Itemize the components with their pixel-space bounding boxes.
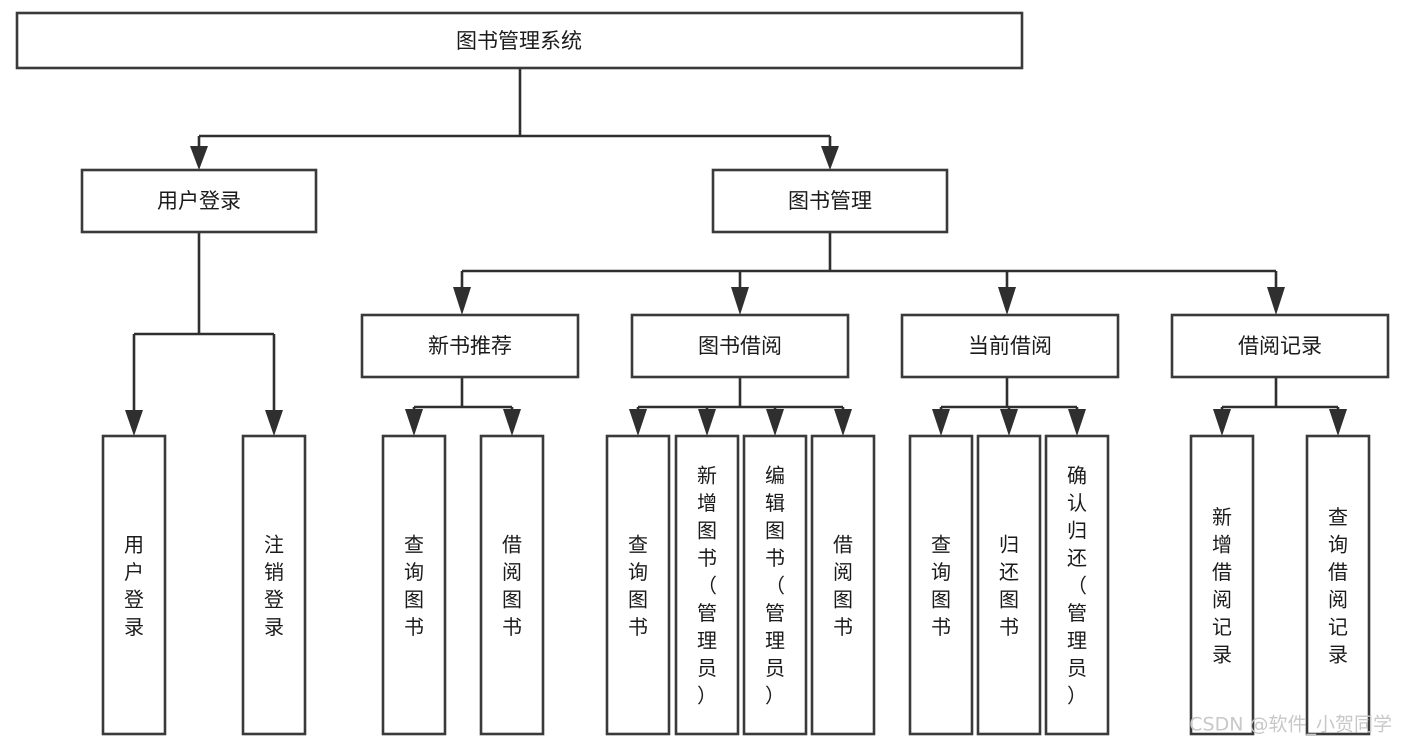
node-root-label: 图书管理系统 (456, 29, 582, 53)
node-leaf-add-book[interactable]: 新增图书（管理员） (674, 434, 740, 736)
arrow-to-book-borrow (731, 287, 749, 315)
node-current-borrow-label: 当前借阅 (968, 334, 1052, 358)
arrow-to-leaf-query-book-1 (405, 409, 423, 436)
connector-layer (125, 68, 1347, 436)
node-user-login-box[interactable] (80, 168, 318, 234)
node-leaf-logout-login-box[interactable] (241, 434, 307, 736)
node-leaf-query-book-3[interactable]: 查询图书 (908, 434, 974, 736)
node-leaf-logout-login-label: 注销登录 (264, 532, 284, 639)
arrow-to-book-manage (821, 146, 839, 170)
node-leaf-confirm-return[interactable]: 确认归还（管理员） (1044, 434, 1110, 736)
node-borrow-record-box[interactable] (1170, 313, 1390, 379)
node-book-manage-label: 图书管理 (788, 189, 872, 213)
node-leaf-edit-book-label: 编辑图书（管理员） (765, 464, 785, 708)
node-book-borrow[interactable]: 图书借阅 (630, 313, 850, 379)
node-current-borrow[interactable]: 当前借阅 (900, 313, 1120, 379)
node-leaf-add-borrow-record-box[interactable] (1189, 434, 1255, 736)
node-leaf-confirm-return-box[interactable] (1044, 434, 1110, 736)
arrow-to-current-borrow (998, 287, 1016, 315)
node-root[interactable]: 图书管理系统 (15, 11, 1024, 70)
node-leaf-query-book-1[interactable]: 查询图书 (381, 434, 447, 736)
arrow-to-leaf-borrow-book-1 (503, 409, 521, 436)
arrow-to-leaf-user-login (125, 410, 143, 436)
node-book-manage[interactable]: 图书管理 (711, 168, 949, 234)
node-leaf-borrow-book-1[interactable]: 借阅图书 (479, 434, 545, 736)
arrow-to-borrow-record (1267, 287, 1285, 315)
arrow-to-leaf-borrow-book-2 (834, 409, 852, 436)
node-leaf-borrow-book-2-label: 借阅图书 (833, 532, 853, 639)
node-root-box[interactable] (15, 11, 1024, 70)
node-book-borrow-label: 图书借阅 (698, 334, 782, 358)
node-leaf-query-book-2-box[interactable] (605, 434, 671, 736)
arrow-to-leaf-edit-book (766, 409, 784, 436)
node-book-manage-box[interactable] (711, 168, 949, 234)
node-leaf-borrow-book-2[interactable]: 借阅图书 (810, 434, 876, 736)
node-leaf-borrow-book-2-box[interactable] (810, 434, 876, 736)
arrow-to-leaf-logout-login (265, 410, 283, 436)
arrow-to-leaf-query-book-3 (932, 409, 950, 436)
arrow-to-leaf-confirm-return (1068, 409, 1086, 436)
node-leaf-user-login[interactable]: 用户登录 (101, 434, 167, 736)
node-current-borrow-box[interactable] (900, 313, 1120, 379)
node-new-book-recommend[interactable]: 新书推荐 (360, 313, 580, 379)
node-leaf-query-borrow-record-box[interactable] (1305, 434, 1371, 736)
node-borrow-record[interactable]: 借阅记录 (1170, 313, 1390, 379)
csdn-watermark: CSDN @软件_小贺同学 (1189, 714, 1392, 736)
node-user-login[interactable]: 用户登录 (80, 168, 318, 234)
arrow-to-leaf-return-book (1000, 409, 1018, 436)
node-leaf-return-book-box[interactable] (976, 434, 1042, 736)
node-leaf-query-book-1-label: 查询图书 (404, 532, 424, 639)
node-leaf-add-borrow-record[interactable]: 新增借阅记录 (1189, 434, 1255, 736)
node-leaf-logout-login[interactable]: 注销登录 (241, 434, 307, 736)
node-leaf-query-borrow-record[interactable]: 查询借阅记录 (1305, 434, 1371, 736)
node-leaf-query-book-2[interactable]: 查询图书 (605, 434, 671, 736)
arrow-to-leaf-query-borrow-record (1329, 409, 1347, 436)
node-leaf-query-book-1-box[interactable] (381, 434, 447, 736)
node-leaf-query-book-2-label: 查询图书 (628, 532, 648, 639)
arrow-to-user-login (190, 146, 208, 170)
node-leaf-borrow-book-1-label: 借阅图书 (502, 532, 522, 639)
node-leaf-add-borrow-record-label: 新增借阅记录 (1212, 505, 1232, 667)
node-leaf-return-book-label: 归还图书 (999, 532, 1019, 639)
node-leaf-user-login-label: 用户登录 (124, 532, 144, 639)
node-new-book-recommend-box[interactable] (360, 313, 580, 379)
node-book-borrow-box[interactable] (630, 313, 850, 379)
node-leaf-user-login-box[interactable] (101, 434, 167, 736)
node-new-book-recommend-label: 新书推荐 (428, 334, 512, 358)
arrow-to-leaf-add-borrow-record (1213, 409, 1231, 436)
node-leaf-confirm-return-label: 确认归还（管理员） (1067, 464, 1087, 708)
node-borrow-record-label: 借阅记录 (1238, 334, 1322, 358)
arrow-to-new-book-recommend (453, 287, 471, 315)
node-leaf-query-borrow-record-label: 查询借阅记录 (1328, 505, 1348, 667)
node-leaf-borrow-book-1-box[interactable] (479, 434, 545, 736)
node-leaf-add-book-label: 新增图书（管理员） (697, 464, 717, 708)
node-leaf-edit-book[interactable]: 编辑图书（管理员） (742, 434, 808, 736)
node-leaf-edit-book-box[interactable] (742, 434, 808, 736)
node-user-login-label: 用户登录 (157, 189, 241, 213)
node-leaf-query-book-3-label: 查询图书 (931, 532, 951, 639)
node-leaf-query-book-3-box[interactable] (908, 434, 974, 736)
node-leaf-return-book[interactable]: 归还图书 (976, 434, 1042, 736)
arrow-to-leaf-add-book (698, 409, 716, 436)
node-leaf-add-book-box[interactable] (674, 434, 740, 736)
arrow-to-leaf-query-book-2 (629, 409, 647, 436)
